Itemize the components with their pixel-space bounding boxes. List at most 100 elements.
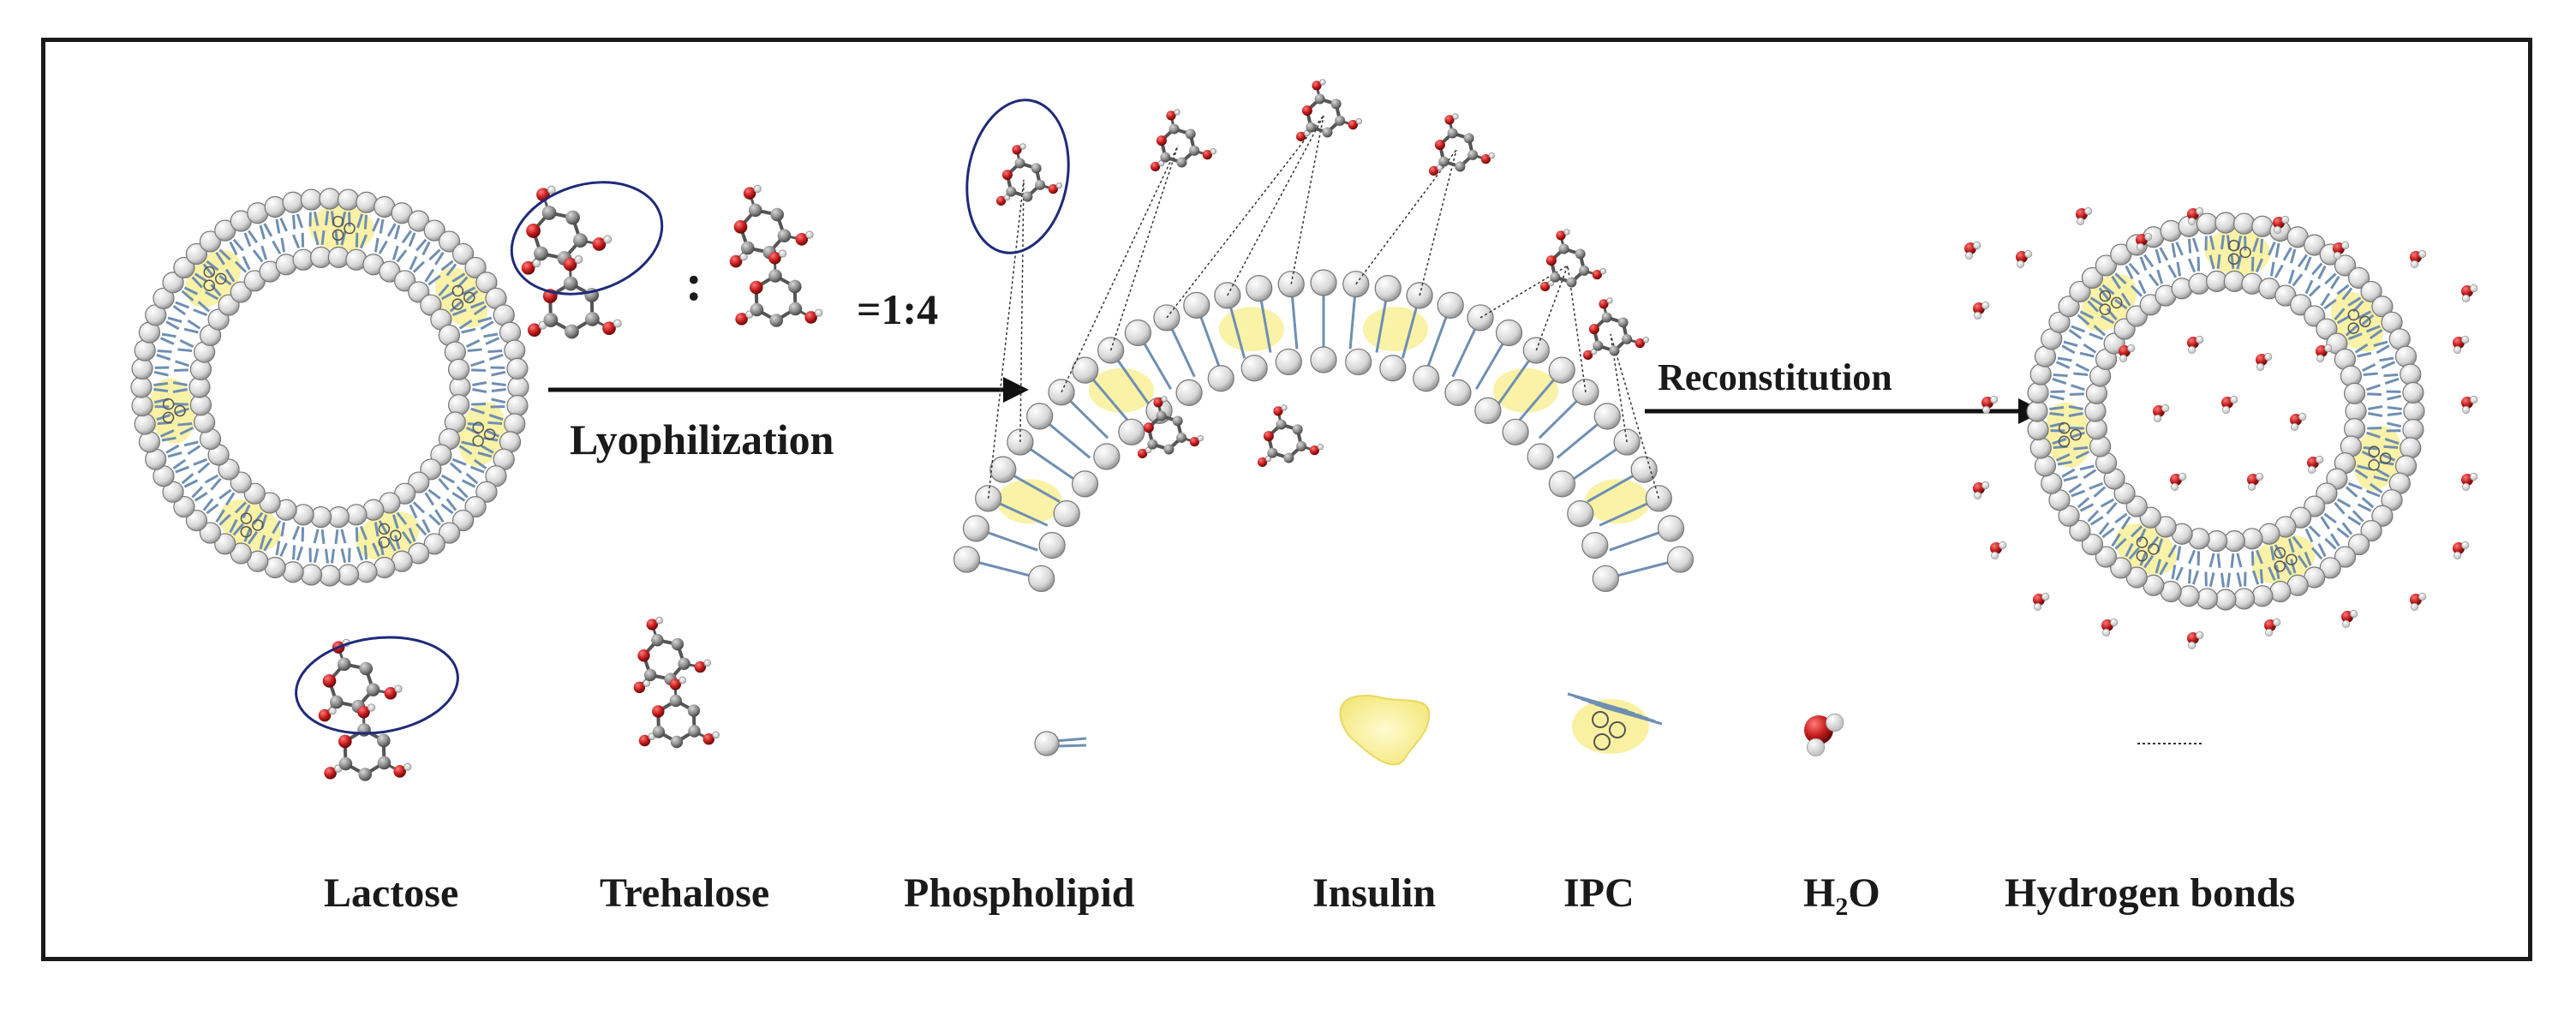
lipid-tail bbox=[248, 230, 259, 244]
carbon-atom bbox=[1163, 444, 1174, 455]
ipc-ring bbox=[2099, 303, 2111, 315]
lipid-tail bbox=[2216, 254, 2221, 270]
oxygen-atom bbox=[1599, 299, 1609, 309]
lipid-tail bbox=[415, 238, 427, 252]
lipid-tail bbox=[1601, 705, 1663, 726]
lipid-tail bbox=[394, 535, 401, 550]
galactose-highlight-ellipse bbox=[510, 181, 664, 296]
hydrogen-atom bbox=[574, 255, 583, 264]
hydrogen-atom bbox=[1991, 551, 1999, 560]
lipid-head bbox=[438, 230, 461, 253]
hydrogen-atom bbox=[2161, 403, 2170, 413]
lipid-tail bbox=[2187, 569, 2192, 584]
lipid-head bbox=[230, 542, 252, 565]
lipid-tail bbox=[2357, 503, 2372, 512]
hydrogen-atom bbox=[2462, 294, 2471, 302]
oxygen-atom bbox=[1150, 161, 1161, 172]
lipid-tail bbox=[2079, 310, 2095, 320]
lipid-tail bbox=[2093, 486, 2107, 498]
lipid-head bbox=[282, 561, 304, 583]
lipid-tail bbox=[1109, 398, 1129, 421]
lipid-tail bbox=[320, 529, 326, 545]
lipid-tail bbox=[2324, 272, 2337, 285]
lipid-tail bbox=[2304, 279, 2314, 295]
ipc-ring bbox=[2099, 290, 2112, 302]
lipid-head bbox=[185, 242, 208, 266]
lipid-tail bbox=[218, 513, 231, 526]
lipid-head bbox=[1495, 319, 1523, 347]
hydrogen-atom bbox=[2188, 217, 2196, 225]
lipid-tail bbox=[2068, 412, 2083, 417]
lipid-tail bbox=[2171, 242, 2177, 258]
carbon-atom bbox=[788, 302, 803, 316]
hydrogen-atom bbox=[1599, 267, 1607, 275]
carbon-atom bbox=[740, 241, 755, 255]
carbon-atom bbox=[1006, 186, 1017, 197]
lipid-head bbox=[1072, 356, 1099, 384]
lipid-tail bbox=[2274, 565, 2280, 580]
lipid-tail bbox=[2368, 405, 2383, 410]
lipid-tail bbox=[2148, 535, 2160, 549]
legend-label-trehalose: Trehalose bbox=[600, 870, 770, 916]
lipid-head bbox=[447, 394, 470, 416]
lipid-tail bbox=[491, 370, 506, 377]
lipid-head bbox=[1246, 275, 1273, 302]
lipid-head bbox=[356, 561, 378, 583]
carbon-atom bbox=[1335, 115, 1346, 126]
oxygen-atom bbox=[1434, 140, 1445, 151]
lipid-tail bbox=[340, 230, 347, 246]
lipid-tail bbox=[2052, 377, 2067, 385]
lipid-tail bbox=[2093, 325, 2107, 337]
lipid-tail bbox=[2068, 482, 2083, 493]
carbon-atom bbox=[1550, 272, 1561, 283]
lipid-tail bbox=[2317, 265, 2327, 280]
hydrogen-atom bbox=[1999, 541, 2007, 550]
lipid-tail bbox=[363, 214, 368, 230]
lipid-tail bbox=[2191, 570, 2200, 585]
oxygen-atom bbox=[1588, 324, 1599, 335]
carbon-atom bbox=[1438, 156, 1449, 167]
lipid-tail bbox=[2320, 516, 2331, 530]
lipid-tail bbox=[2323, 298, 2337, 310]
hydrogen-atom bbox=[2334, 251, 2342, 260]
lipid-head bbox=[507, 376, 529, 398]
lipid-tail bbox=[469, 465, 485, 474]
lipid-tail bbox=[401, 230, 412, 244]
lipid-tail bbox=[1609, 540, 1635, 552]
lipid-tail bbox=[2111, 275, 2121, 290]
oxygen-atom bbox=[637, 649, 650, 662]
lipid-tail bbox=[161, 436, 176, 442]
lipid-tail bbox=[428, 248, 441, 261]
hydrogen-atom bbox=[2281, 215, 2290, 224]
insulin-blob bbox=[2251, 535, 2316, 584]
lipid-head bbox=[1275, 348, 1302, 376]
lipid-tail bbox=[1557, 399, 1579, 421]
hydrogen-atom bbox=[2196, 206, 2204, 216]
oxygen-atom bbox=[729, 254, 743, 268]
trehalose-molecule bbox=[729, 184, 823, 327]
lipid-tail bbox=[449, 462, 463, 474]
hydrogen-atom bbox=[2196, 631, 2204, 640]
insulin-blob bbox=[996, 479, 1062, 524]
hydrogen-atom bbox=[2222, 405, 2231, 414]
lipid-tail bbox=[2073, 372, 2089, 377]
lipid-tail bbox=[330, 548, 336, 564]
lipid-tail bbox=[2049, 405, 2065, 411]
lipid-tail bbox=[2361, 363, 2376, 373]
lipid-tail bbox=[2361, 314, 2375, 326]
lipid-head bbox=[2048, 311, 2071, 333]
lipid-tail bbox=[229, 518, 238, 534]
hydrogen-atom bbox=[2127, 344, 2136, 353]
lipid-tail bbox=[193, 457, 208, 466]
oxygen-atom bbox=[526, 224, 541, 238]
lipid-tail bbox=[2292, 273, 2304, 287]
lipid-head bbox=[1038, 532, 1066, 559]
lipid-tail bbox=[320, 230, 326, 246]
lipid-tail bbox=[2268, 566, 2276, 582]
lipid-tail bbox=[2106, 308, 2118, 321]
lipid-tail bbox=[378, 240, 388, 254]
carbon-atom bbox=[1579, 265, 1590, 276]
lipid-head bbox=[451, 242, 475, 266]
lipid-head bbox=[1437, 291, 1464, 319]
lipid-tail bbox=[248, 530, 259, 545]
